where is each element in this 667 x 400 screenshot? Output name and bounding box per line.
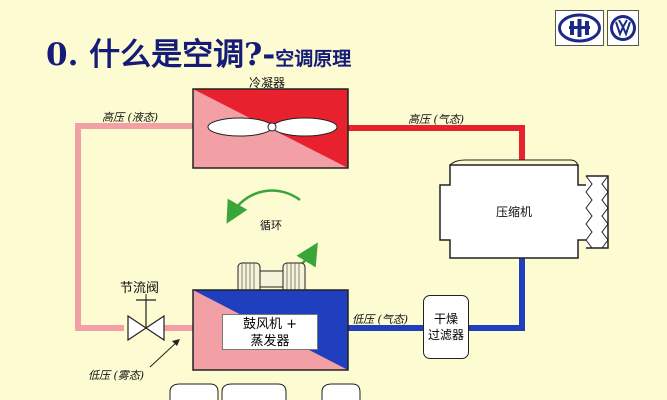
evaporator-label-line1: 鼓风机 + bbox=[242, 317, 298, 332]
low-gas-pipe bbox=[348, 257, 525, 331]
valve-label: 节流阀 bbox=[120, 281, 160, 296]
faw-logo-icon bbox=[555, 10, 604, 46]
condenser-fan-icon bbox=[207, 117, 338, 137]
condenser-label: 冷凝器 bbox=[249, 76, 286, 90]
low-gas-label: 低压 (气态) bbox=[352, 313, 409, 326]
evaporator-label-box: 鼓风机 + 蒸发器 bbox=[222, 314, 318, 350]
filter-label-line1: 干燥 bbox=[433, 312, 458, 326]
expansion-valve-icon bbox=[127, 299, 165, 342]
filter-label-line2: 过滤器 bbox=[427, 328, 464, 342]
compressor-label: 压缩机 bbox=[496, 205, 533, 219]
low-mist-label: 低压 (雾态) bbox=[88, 369, 145, 382]
high-gas-label: 高压 (气态) bbox=[408, 113, 465, 126]
compressor-pulley-icon bbox=[585, 175, 609, 249]
air-vent-icon bbox=[169, 383, 361, 400]
evaporator-label-line2: 蒸发器 bbox=[250, 334, 290, 349]
high-liquid-pipe bbox=[75, 123, 193, 331]
cycle-label: 循环 bbox=[260, 219, 282, 232]
high-liquid-label: 高压 (液态) bbox=[102, 111, 159, 124]
page-title: 0. 什么是空调?-空调原理 bbox=[46, 40, 351, 71]
blower-fan-icon bbox=[237, 262, 306, 297]
low-mist-pointer bbox=[149, 339, 180, 368]
title-sub: 空调原理 bbox=[275, 48, 352, 70]
vw-logo-icon bbox=[607, 10, 639, 46]
high-gas-pipe bbox=[348, 125, 525, 160]
drier-filter-box: 干燥 过滤器 bbox=[423, 295, 469, 359]
compressor bbox=[439, 159, 591, 259]
title-main: 0. 什么是空调?- bbox=[46, 37, 276, 73]
